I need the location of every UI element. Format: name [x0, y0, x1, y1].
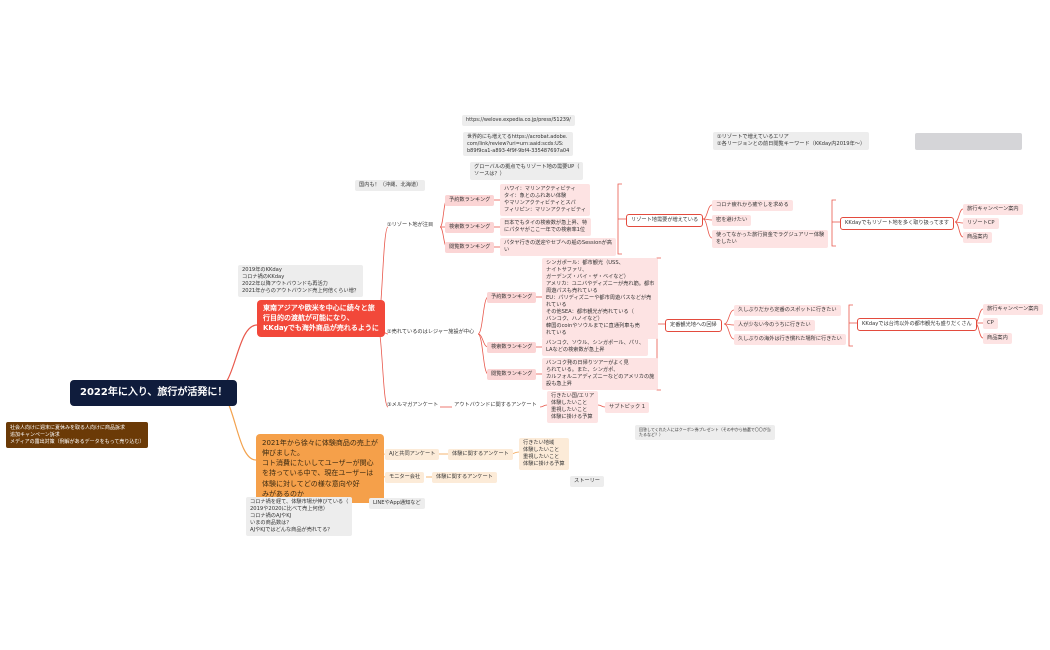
connector-line-31 — [723, 323, 735, 340]
connector-line-38 — [539, 404, 548, 408]
monitor-company[interactable]: モニター会社 — [385, 472, 425, 484]
leisure-action-products[interactable]: 商品案内 — [983, 333, 1012, 345]
connector-line-15 — [702, 218, 713, 239]
link-adobe[interactable]: 世界的にも増えてるhttps://acrobat.adobe. com/link… — [463, 132, 574, 157]
resort-action-campaign[interactable]: 旅行キャンペーン案内 — [963, 204, 1023, 216]
resort-booking-ranking[interactable]: 予約数ランキング — [445, 195, 495, 207]
resort-search-ranking[interactable]: 検索数ランキング — [445, 222, 495, 234]
line-app-note[interactable]: LINEやApp通知など — [369, 498, 425, 510]
resort-demand-reason[interactable]: リゾート地需要が増えている — [626, 214, 704, 228]
connector-line-18 — [954, 208, 964, 223]
topic-experience-note[interactable]: コロナ禍を経て、体験市場が伸びている（ 2019や2020に比べて売上何倍） コ… — [246, 497, 353, 537]
leisure-booking-ranking[interactable]: 予約数ランキング — [487, 292, 537, 304]
aj-joint-survey[interactable]: AJと共同アンケート — [385, 449, 440, 461]
leisure-view-ranking[interactable]: 閲覧数ランキング — [487, 369, 537, 381]
leisure-reason-3[interactable]: 久しぶりの海外は行き慣れた場所に行きたい — [734, 334, 846, 346]
subtopic-leisure[interactable]: ②売れているのはレジャー施設が中心 — [387, 329, 475, 335]
root-topic[interactable]: 2022年に入り、旅行が活発に！ — [70, 380, 238, 406]
connector-line-16 — [831, 199, 836, 247]
connector-line-22 — [477, 333, 489, 348]
empty-topic-box[interactable] — [915, 133, 1022, 150]
leisure-conclusion[interactable]: KKdayでは台湾以外の都市観光も盛りだくさん — [857, 318, 977, 332]
top-right-note[interactable]: ①リゾートで増えているエリア ②各リージョンとの前日閲覧キーワード（KKday内… — [713, 132, 870, 151]
connector-line-21 — [477, 296, 489, 335]
resort-view-detail[interactable]: パタヤ行きの送迎やセブへの船のSessionが高 い — [500, 238, 616, 257]
leisure-reason[interactable]: 定番観光地への回帰 — [665, 319, 722, 333]
leisure-booking-detail[interactable]: シンガポール：都市観光（USS、 ナイトサファリ、 ガーデンズ・バイ・ザ・ベイな… — [542, 258, 659, 340]
connector-line-39 — [597, 404, 606, 408]
resort-reason-1[interactable]: コロナ疲れから癒やしを求める — [712, 200, 793, 212]
link-expedia[interactable]: https://welove.expedia.co.jp/press/51239… — [462, 115, 575, 126]
leisure-action-campaign[interactable]: 旅行キャンペーン案内 — [983, 304, 1043, 316]
resort-booking-detail[interactable]: ハワイ：マリンアクティビティ タイ：象とのふれあい体験 やマリンアクティビティと… — [500, 184, 591, 217]
outbound-survey[interactable]: アウトバウンドに関するアンケート — [454, 402, 537, 408]
leisure-action-cp[interactable]: CP — [983, 318, 998, 330]
connector-line-29 — [723, 309, 735, 325]
story-topic[interactable]: ストーリー — [570, 476, 604, 488]
leisure-search-ranking[interactable]: 検索数ランキング — [487, 342, 537, 354]
connector-line-13 — [702, 204, 713, 220]
leisure-reason-1[interactable]: 久しぶりだから定番のスポットに行きたい — [734, 305, 841, 317]
coupon-memo[interactable]: 回答してくれた人にはクーポン券プレゼント（その中から抽選で〇〇が当 たるなど？） — [635, 425, 775, 440]
outbound-survey-result[interactable]: 行きたい国/エリア 体験したいこと 重視したいこと 体験に掛ける予算 — [547, 391, 599, 424]
leisure-search-detail[interactable]: バンコク、ソウル、シンガポール、パリ、 LAなどの検索数が急上昇 — [542, 338, 649, 357]
resort-reason-3[interactable]: 使ってなかった旅行資金でラグジュアリー体験 をしたい — [712, 230, 829, 249]
topic-overseas-note[interactable]: 2019年のKKday コロナ禍のKKday 2022年以降アウトバウンドも再活… — [238, 265, 363, 298]
subtopic-resort[interactable]: ①リゾート地が注目 — [387, 222, 434, 228]
resort-action-cp[interactable]: リゾートCP — [963, 218, 999, 230]
leisure-view-detail[interactable]: バンコク発の日帰りツアーがよく見 られている。また、シンガポ、 カルフォルニアデ… — [542, 358, 659, 391]
resort-reason-2[interactable]: 密を避けたい — [712, 215, 752, 227]
connector-line-32 — [848, 304, 853, 347]
topic-overseas-sales[interactable]: 東南アジアや欧米を中心に続々と旅 行目的の渡航が可能になり、 KKdayでも海外… — [257, 300, 385, 338]
resort-conclusion[interactable]: KKdayでもリゾート地を多く取り扱ってます — [840, 217, 955, 231]
domestic-note[interactable]: 国内も！（沖縄、北海道） — [355, 180, 426, 192]
resort-action-products[interactable]: 商品案内 — [963, 232, 992, 244]
topic-experience-sales[interactable]: 2021年から徐々に体験商品の売上が 伸びました。 コト消費にたいしてユーザーが… — [256, 434, 384, 503]
connector-line-23 — [477, 333, 489, 375]
resort-search-detail[interactable]: 日本でもタイの検索数が急上昇、特 にパタヤがここ一年での検索率1位 — [500, 218, 592, 237]
subtopic-1[interactable]: サブトピック 1 — [605, 402, 650, 414]
monitor-experience-survey[interactable]: 体験に関するアンケート — [432, 472, 497, 484]
left-note[interactable]: 社会人向けに週末に夏休みを取る人向けに商品訴求 追加キャンペーン訴求 メディアの… — [6, 422, 149, 449]
global-demand-note[interactable]: グローバルの拠点でもリゾート地の需要UP（ ソースは？） — [470, 162, 584, 181]
connector-line-20 — [954, 221, 964, 238]
aj-survey-result[interactable]: 行きたい地域 体験したいこと 重視したいこと 体験に掛ける予算 — [519, 438, 569, 471]
subtopic-mail-survey[interactable]: ③メルマガアンケート — [387, 402, 439, 408]
resort-view-ranking[interactable]: 閲覧数ランキング — [445, 242, 495, 254]
connector-line-4 — [376, 324, 389, 408]
aj-experience-survey[interactable]: 体験に関するアンケート — [448, 449, 513, 461]
leisure-reason-2[interactable]: 人が少ない今のうちに行きたい — [734, 320, 815, 332]
